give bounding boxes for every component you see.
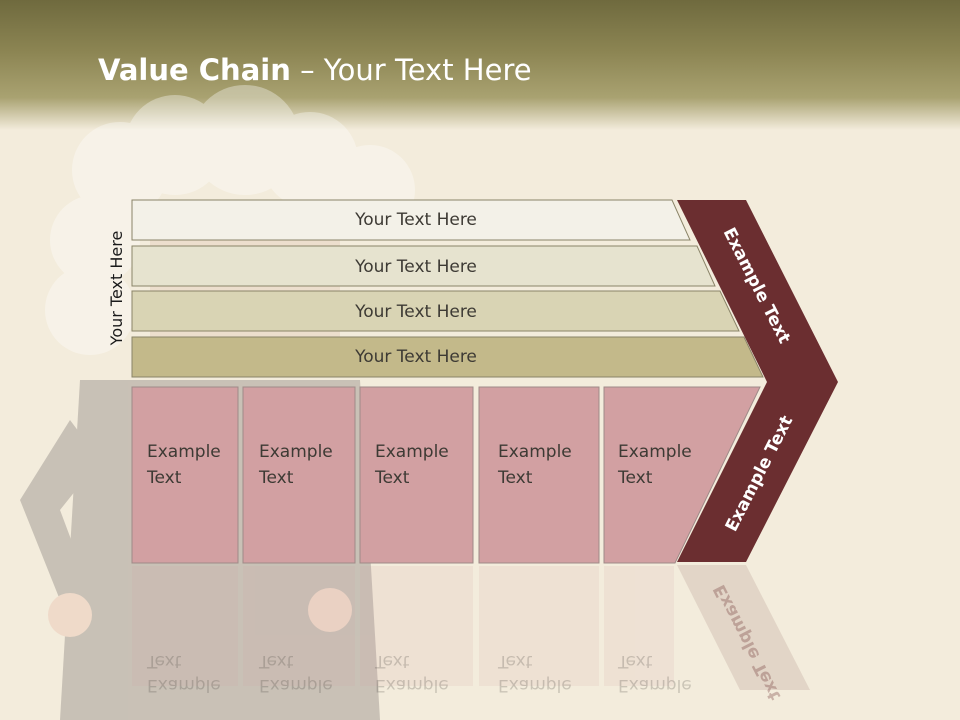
primary-box-2-line2: Text: [259, 468, 294, 488]
primary-box-1-line2: Text: [147, 468, 182, 488]
primary-box-3-line1: Example: [375, 442, 449, 462]
header-band: [0, 0, 960, 130]
support-row-2-label: Your Text Here: [354, 257, 477, 277]
reflection-text-5: Text: [617, 651, 653, 671]
reflection-text-2b: Example: [259, 675, 333, 695]
reflection-text-5b: Example: [618, 675, 692, 695]
primary-box-3-label: Example Text: [375, 439, 449, 491]
primary-box-1-label: Example Text: [147, 439, 221, 491]
primary-box-4-shape: [478, 386, 600, 564]
support-row-3-label: Your Text Here: [354, 302, 477, 322]
primary-box-2-line1: Example: [259, 442, 333, 462]
title-bold: Value Chain: [98, 53, 291, 87]
support-row-1-label: Your Text Here: [354, 210, 477, 230]
primary-box-5-line1: Example: [618, 442, 692, 462]
support-row-4-shape: [131, 336, 764, 378]
primary-box-2-label: Example Text: [259, 439, 333, 491]
reflection-text-1: Text: [146, 651, 182, 671]
reflection-text-3: Text: [374, 651, 410, 671]
primary-box-1-shape: [131, 386, 239, 564]
reflection-text-4b: Example: [498, 675, 572, 695]
primary-box-3-shape: [359, 386, 474, 564]
primary-box-5-shape: [603, 386, 761, 564]
primary-box-5-line2: Text: [618, 468, 653, 488]
reflection-text-1b: Example: [147, 675, 221, 695]
reflection-text-4: Text: [497, 651, 533, 671]
reflection-text-2: Text: [258, 651, 294, 671]
page-title: Value Chain – Your Text Here: [98, 53, 532, 87]
primary-box-4-line2: Text: [498, 468, 533, 488]
side-label: Your Text Here: [107, 231, 126, 347]
support-row-2-shape: [131, 245, 716, 287]
primary-box-1-line1: Example: [147, 442, 221, 462]
reflection-text-3b: Example: [375, 675, 449, 695]
support-row-3-shape: [131, 290, 740, 332]
boxes-reflection: [132, 566, 674, 686]
title-rest: – Your Text Here: [290, 53, 532, 87]
primary-box-3-line2: Text: [375, 468, 410, 488]
primary-box-4-label: Example Text: [498, 439, 572, 491]
margin-chevron: [677, 200, 838, 562]
primary-box-4-line1: Example: [498, 442, 572, 462]
primary-box-5-label: Example Text: [618, 439, 692, 491]
support-row-1-shape: [131, 199, 691, 241]
support-row-4-label: Your Text Here: [354, 347, 477, 367]
margin-reflection: [677, 565, 810, 690]
primary-box-2-shape: [242, 386, 356, 564]
